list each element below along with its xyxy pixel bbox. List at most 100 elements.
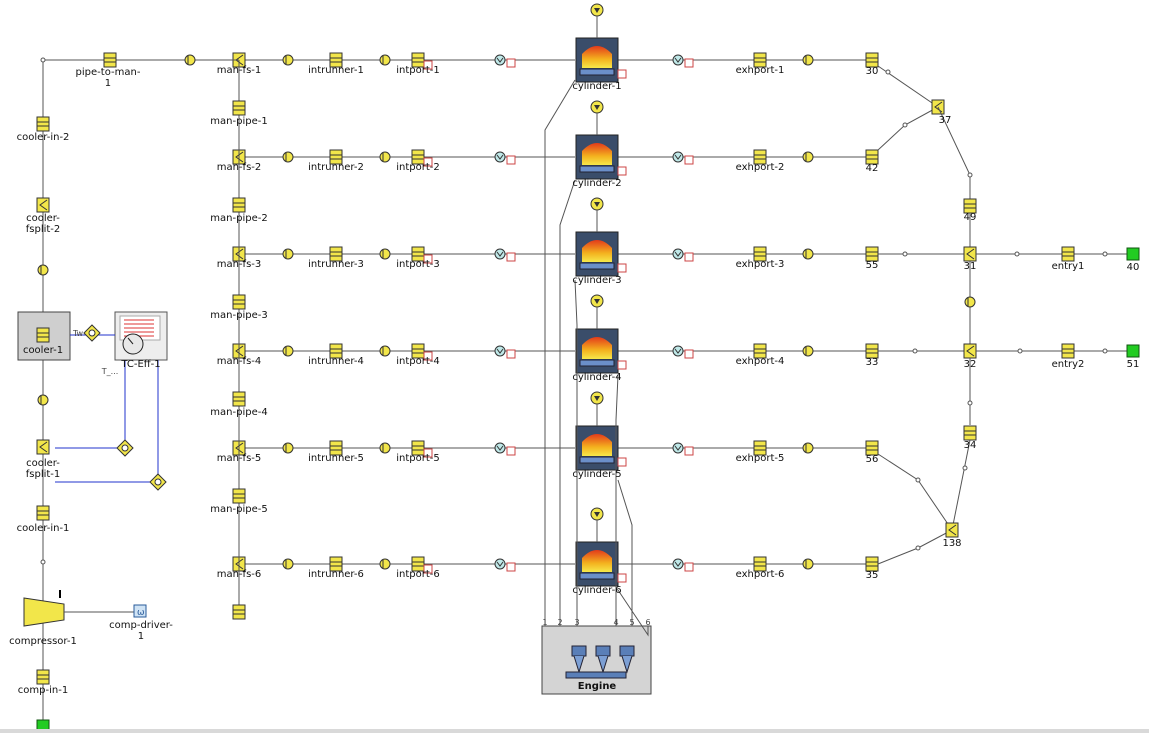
exhaust-merge-line: [951, 439, 971, 531]
valve-plot-icon: [506, 155, 516, 165]
combustion-flame-icon: [582, 46, 612, 68]
intport-plot-icon: [423, 351, 433, 361]
cylinder-engine-link: [559, 179, 576, 626]
cylinder-plot-icon: [617, 457, 627, 467]
exhport-2: [753, 149, 767, 165]
intake-valve-6: [494, 558, 516, 572]
cylinder-label-1: cylinder-1: [572, 81, 622, 92]
cylinder-6: [575, 541, 627, 587]
intport-6: [411, 556, 425, 572]
intport-plot-icon: [423, 448, 433, 458]
cooler-in-2-label: cooler-in-2: [16, 132, 70, 143]
exhaust-valve-1: [672, 54, 694, 68]
injector-4: [590, 294, 604, 308]
bottom-scrollbar[interactable]: [0, 729, 1149, 733]
cylinder-label-6: cylinder-6: [572, 585, 622, 596]
junction-37-label: 37: [938, 115, 952, 126]
cylinder-plot-icon: [617, 166, 627, 176]
junction-dot: [902, 251, 908, 257]
pipe-body-icon: [963, 198, 977, 214]
gauge-needle: [127, 337, 134, 345]
orifice-icon: [802, 54, 814, 66]
junction-31: [963, 246, 977, 262]
valve-mark: [674, 445, 682, 451]
flowsplit-mark: [235, 248, 244, 260]
orifice-icon: [802, 248, 814, 260]
injector-mark: [594, 202, 600, 207]
intake-orifice-a-4: [282, 345, 294, 357]
exhaust-orifice-2: [802, 151, 814, 163]
cylinder-label-2: cylinder-2: [572, 178, 622, 189]
valve-mark: [674, 154, 682, 160]
pipe-body-icon: [232, 604, 246, 620]
cooler-1-label: cooler-1: [22, 345, 64, 356]
intrunner-label-6: intrunner-6: [308, 569, 364, 580]
outlet-label-4: 33: [865, 357, 879, 368]
pipe-body-icon: [232, 197, 246, 213]
cooler-1-icon: [36, 327, 50, 343]
exhaust-orifice-1: [802, 54, 814, 66]
exhaust-pipe-1: [865, 52, 879, 68]
valve-icon: [672, 151, 684, 163]
exhaust-end-51: [1126, 344, 1140, 358]
manfs-label-5: man-fs-5: [216, 453, 262, 464]
exhport-1: [753, 52, 767, 68]
junction-dot: [967, 400, 973, 406]
valve-icon: [494, 558, 506, 570]
pipe-body-icon: [963, 425, 977, 441]
valve-plot-icon: [506, 562, 516, 572]
manifold-end-cap: [232, 604, 246, 620]
cooler-fsplit-1-label: cooler- fsplit-1: [25, 458, 61, 480]
intake-orifice-b-5: [379, 442, 391, 454]
pipe-body-icon: [865, 149, 879, 165]
flowsplit-mark: [235, 442, 244, 454]
sensor-dot: [88, 329, 96, 337]
manfs-label-6: man-fs-6: [216, 569, 262, 580]
orifice-icon: [282, 54, 294, 66]
injector-6: [590, 507, 604, 521]
valve-icon: [672, 54, 684, 66]
cylinder-engine-link: [544, 79, 576, 626]
pipe-body-icon: [232, 488, 246, 504]
piston-icon: [579, 262, 615, 270]
cylinder-plot-icon: [617, 573, 627, 583]
valve-icon: [494, 345, 506, 357]
entry1: [1061, 246, 1075, 262]
valve-icon: [494, 151, 506, 163]
flowsplit-icon: [963, 246, 977, 262]
man-pipe-5: [232, 488, 246, 504]
cylinder-engine-link: [574, 279, 578, 626]
intake-orifice-b-4: [379, 345, 391, 357]
exhaust-orifice-3: [802, 248, 814, 260]
injector-mark: [594, 512, 600, 517]
intrunner-6: [329, 556, 343, 572]
pipe-to-man-label: pipe-to-man- 1: [75, 67, 141, 89]
exhport-label-5: exhport-5: [735, 453, 785, 464]
pipe-body-icon: [411, 149, 425, 165]
valve-plot-icon: [684, 58, 694, 68]
piston-icon: [579, 572, 615, 580]
orifice-icon: [379, 345, 391, 357]
valve-plot-icon: [506, 446, 516, 456]
exhaust-valve-2: [672, 151, 694, 165]
intake-valve-5: [494, 442, 516, 456]
intport-label-3: intport-3: [396, 259, 440, 270]
junction-dot: [915, 477, 921, 483]
orifice-icon: [379, 54, 391, 66]
man-pipe-4: [232, 391, 246, 407]
cylinder-label-5: cylinder-5: [572, 469, 622, 480]
outlet-label-6: 35: [865, 570, 879, 581]
intake-orifice-a-2: [282, 151, 294, 163]
valve-icon: [494, 442, 506, 454]
engine-port-label-1: 1: [542, 618, 548, 627]
valve-icon: [672, 345, 684, 357]
pipe-body-icon: [865, 343, 879, 359]
man-pipe-label-2: man-pipe-2: [210, 213, 268, 224]
intrunner-4: [329, 343, 343, 359]
piston-icon: [579, 359, 615, 367]
orifice-icon: [282, 442, 294, 454]
pipe-body-icon: [232, 294, 246, 310]
flowsplit-mark: [966, 248, 975, 260]
exhaust-valve-4: [672, 345, 694, 359]
